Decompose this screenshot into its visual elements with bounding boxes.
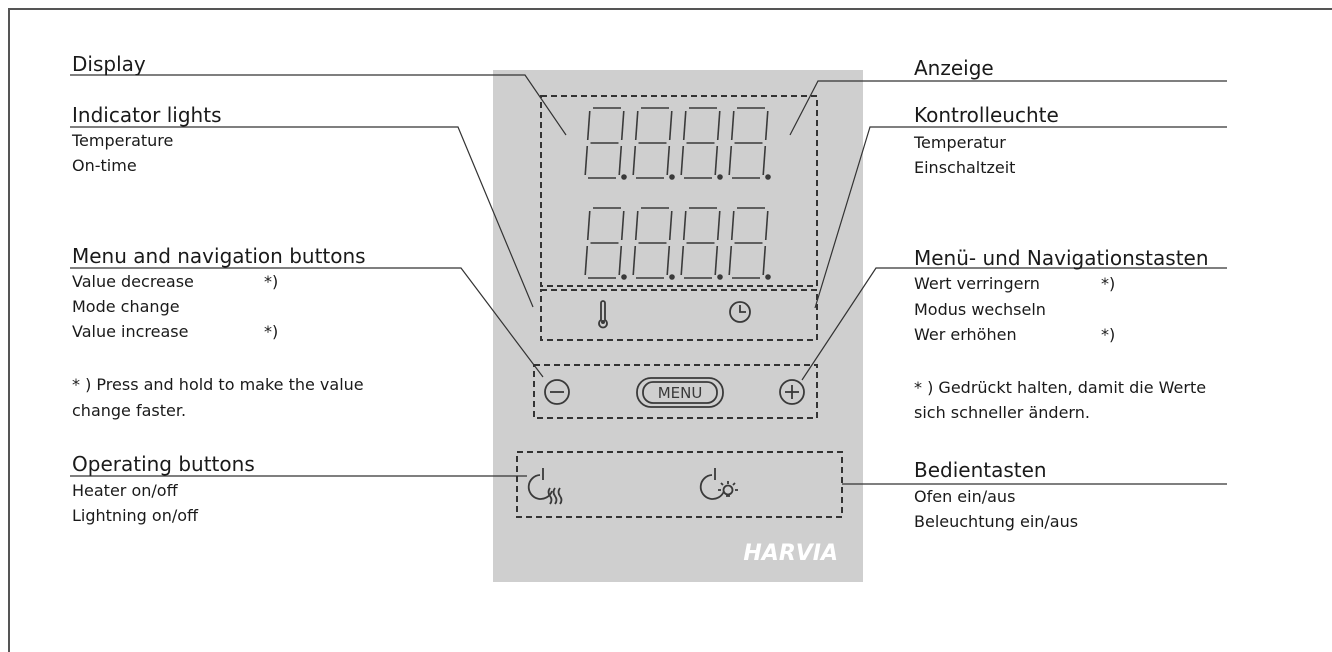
- frame-top-border: [8, 8, 1332, 10]
- wert-verringern-mark: *): [1101, 274, 1116, 293]
- menu-nav-title-de: Menü- und Navigationstasten: [914, 246, 1209, 270]
- display-digit: [728, 107, 771, 180]
- kontrolleuchte-einschaltzeit: Einschaltzeit: [914, 158, 1016, 177]
- display-digit: [584, 207, 627, 280]
- digit-segment: [668, 110, 673, 141]
- bedientasten-title: Bedientasten: [914, 458, 1047, 482]
- digit-segment: [716, 110, 721, 141]
- menu-button[interactable]: MENU: [636, 377, 724, 408]
- menu-nav-title: Menu and navigation buttons: [72, 244, 366, 268]
- digit-segment: [762, 245, 767, 276]
- indicator-lights-title: Indicator lights: [72, 103, 222, 127]
- digit-segment: [764, 210, 769, 241]
- kontrolleuchte-title: Kontrolleuchte: [914, 103, 1059, 127]
- digit-segment: [634, 110, 639, 141]
- note-de-line-1: * ) Gedrückt halten, damit die Werte: [914, 378, 1207, 397]
- note-de-line-2: sich schneller ändern.: [914, 403, 1090, 422]
- frame-left-border: [8, 8, 10, 652]
- right-leader-lines: [789, 80, 1227, 485]
- wer-erhoehen-label: Wer erhöhen: [914, 325, 1017, 344]
- note-line-2: change faster.: [72, 401, 187, 420]
- decimal-point: [669, 174, 675, 180]
- decimal-point: [765, 274, 771, 280]
- digit-segment: [762, 145, 767, 176]
- indicator-on-time: On-time: [72, 156, 137, 175]
- digit-segment: [682, 210, 687, 241]
- digit-segment: [666, 245, 671, 276]
- operating-buttons-title: Operating buttons: [72, 452, 255, 476]
- modus-wechseln-label: Modus wechseln: [914, 300, 1046, 319]
- value-increase-mark: *): [264, 322, 279, 341]
- digit-segment: [618, 145, 623, 176]
- decimal-point: [717, 174, 723, 180]
- harvia-logo: HARVIA: [743, 541, 838, 566]
- left-leader-lines: [70, 74, 567, 477]
- indicator-group-outline: [540, 289, 818, 341]
- digit-segment: [728, 245, 733, 276]
- heater-power-button[interactable]: [527, 468, 563, 505]
- digit-segment: [680, 145, 685, 176]
- display-digit: [728, 207, 771, 280]
- digit-segment: [668, 210, 673, 241]
- decimal-point: [717, 274, 723, 280]
- seven-segment-display: [584, 107, 771, 280]
- digit-segment: [586, 210, 591, 241]
- digit-segment: [586, 110, 591, 141]
- decimal-point: [621, 174, 627, 180]
- control-panel: [493, 70, 863, 582]
- display-digit: [632, 207, 675, 280]
- digit-segment: [620, 210, 625, 241]
- navigation-group-outline: [533, 364, 818, 419]
- ofen-ein-aus-label: Ofen ein/aus: [914, 487, 1016, 506]
- indicator-temperature: Temperature: [72, 131, 174, 150]
- note-line-1: * ) Press and hold to make the value: [72, 375, 364, 394]
- lightning-on-off-label: Lightning on/off: [72, 506, 199, 525]
- digit-segment: [680, 245, 685, 276]
- digit-segment: [620, 110, 625, 141]
- digit-segment: [714, 145, 719, 176]
- display-digit: [584, 107, 627, 180]
- wert-verringern-label: Wert verringern: [914, 274, 1040, 293]
- digit-segment: [666, 145, 671, 176]
- operating-group-outline: [516, 451, 843, 518]
- decimal-point: [621, 274, 627, 280]
- clock-icon: [729, 301, 751, 323]
- thermometer-icon: [598, 300, 608, 329]
- decimal-point: [669, 274, 675, 280]
- digit-segment: [714, 245, 719, 276]
- digit-segment: [728, 145, 733, 176]
- display-digit: [680, 107, 723, 180]
- anzeige-label: Anzeige: [914, 56, 994, 80]
- digit-segment: [634, 210, 639, 241]
- wer-erhoehen-mark: *): [1101, 325, 1116, 344]
- digit-segment: [682, 110, 687, 141]
- display-digit: [632, 107, 675, 180]
- value-increase-label: Value increase: [72, 322, 189, 341]
- digit-segment: [716, 210, 721, 241]
- digit-segment: [632, 145, 637, 176]
- value-decrease-label: Value decrease: [72, 272, 194, 291]
- value-decrease-mark: *): [264, 272, 279, 291]
- display-digit: [680, 207, 723, 280]
- heater-on-off-label: Heater on/off: [72, 481, 178, 500]
- digit-segment: [584, 245, 589, 276]
- digit-segment: [730, 210, 735, 241]
- light-power-button[interactable]: [699, 468, 738, 500]
- menu-button-label: MENU: [658, 384, 703, 402]
- digit-segment: [730, 110, 735, 141]
- display-label: Display: [72, 52, 146, 76]
- display-group-outline: [540, 95, 818, 287]
- decimal-point: [765, 174, 771, 180]
- plus-button[interactable]: [779, 379, 805, 405]
- digit-segment: [618, 245, 623, 276]
- mode-change-label: Mode change: [72, 297, 180, 316]
- digit-segment: [584, 145, 589, 176]
- digit-segment: [764, 110, 769, 141]
- digit-segment: [632, 245, 637, 276]
- beleuchtung-ein-aus-label: Beleuchtung ein/aus: [914, 512, 1079, 531]
- minus-button[interactable]: [544, 379, 570, 405]
- kontrolleuchte-temperatur: Temperatur: [914, 133, 1006, 152]
